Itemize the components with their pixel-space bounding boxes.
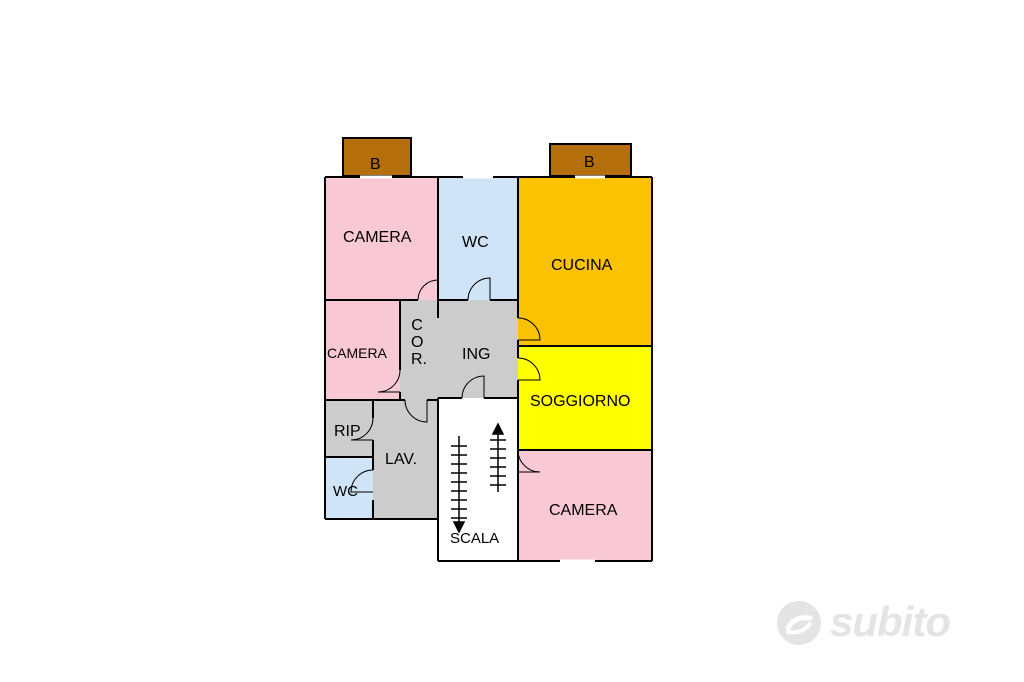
- room-ripostiglio: [325, 400, 373, 457]
- label-camera-bottom-right: CAMERA: [549, 502, 618, 519]
- label-ingresso: ING: [462, 346, 491, 363]
- label-wc-top: WC: [462, 234, 489, 251]
- label-balcony-right: B: [584, 154, 595, 171]
- label-camera-top-left: CAMERA: [343, 229, 412, 246]
- label-balcony-left: B: [370, 156, 381, 173]
- label-cucina: CUCINA: [551, 257, 613, 274]
- room-corridor: [400, 300, 438, 400]
- watermark: subito: [774, 596, 974, 648]
- label-wc-bottom: WC: [333, 483, 358, 500]
- label-soggiorno: SOGGIORNO: [530, 393, 631, 410]
- room-camera-top-left: [325, 177, 438, 300]
- label-camera-mid-left: CAMERA: [327, 345, 387, 361]
- room-wc-top: [438, 177, 518, 300]
- label-corridor: COR.: [411, 317, 427, 368]
- room-scala: [438, 398, 518, 561]
- room-soggiorno: [518, 346, 652, 450]
- label-scala: SCALA: [450, 530, 500, 547]
- room-camera-bottom-right: [518, 450, 652, 561]
- label-lavanderia: LAV.: [385, 451, 418, 468]
- windows: [360, 175, 605, 563]
- room-camera-mid-left: [325, 300, 400, 400]
- room-cucina: [518, 177, 652, 346]
- room-ingresso: [438, 300, 518, 398]
- doors: [350, 277, 541, 493]
- label-ripostiglio: RIP: [334, 423, 361, 440]
- watermark-text: subito: [830, 598, 951, 645]
- stairs: [451, 422, 506, 534]
- subito-logo-icon: [777, 601, 821, 645]
- room-wc-bottom: [325, 457, 373, 519]
